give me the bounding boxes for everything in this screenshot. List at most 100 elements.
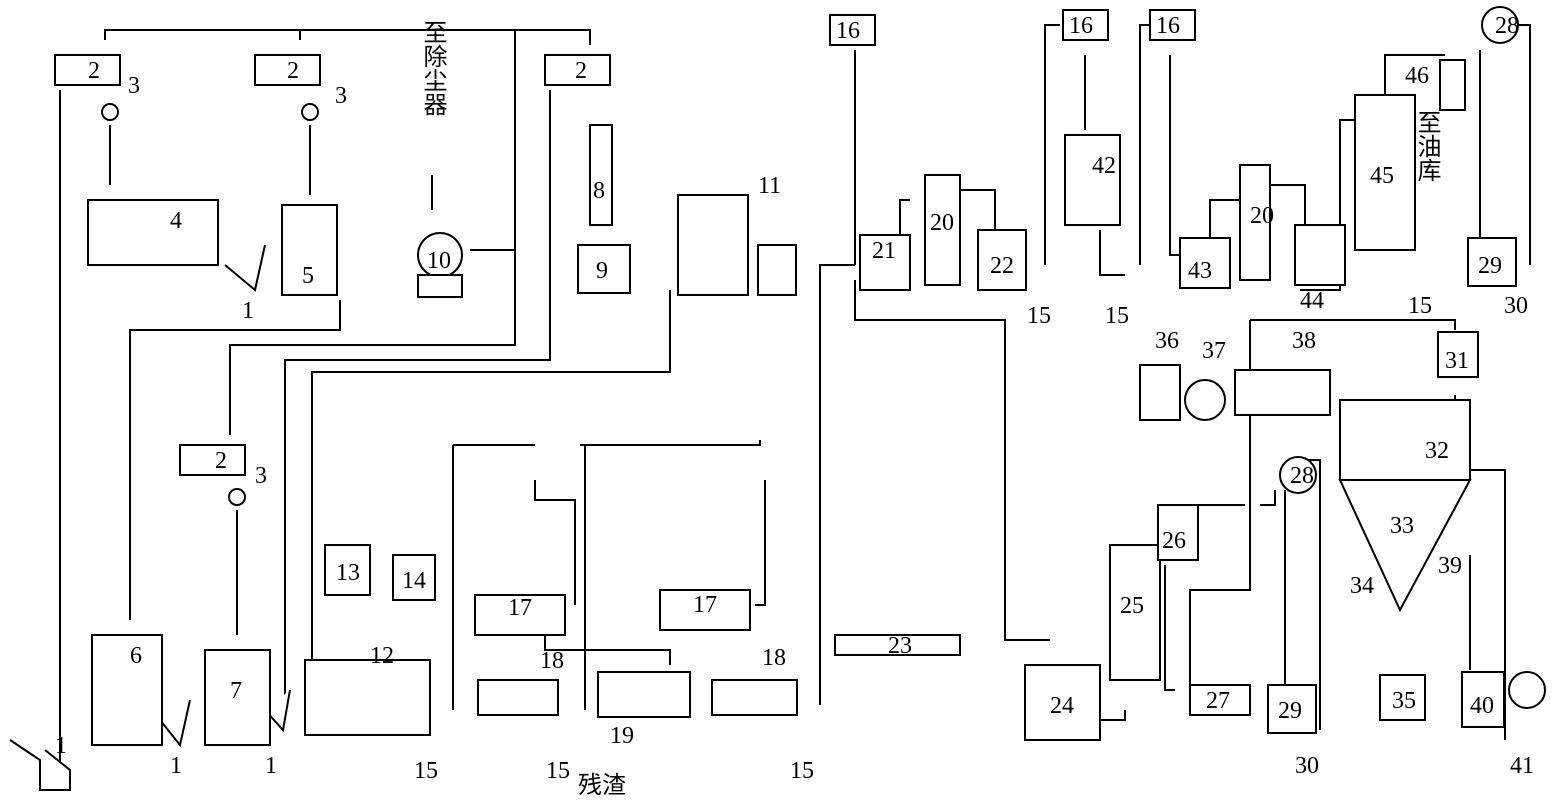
- label-33: 33: [1390, 513, 1414, 539]
- label-26: 26: [1162, 528, 1186, 554]
- rotary-valve: [301, 103, 319, 121]
- label-25: 25: [1120, 593, 1144, 619]
- label-38: 38: [1292, 328, 1316, 354]
- hopper-16: [1149, 9, 1196, 41]
- cyclone-head: [254, 54, 321, 86]
- box-22: [977, 229, 1027, 291]
- label-14: 14: [402, 568, 426, 594]
- label-39: 39: [1438, 553, 1462, 579]
- label-45: 45: [1370, 163, 1394, 189]
- box-29: [1467, 237, 1517, 287]
- label-12: 12: [370, 643, 394, 669]
- cyclone-head: [544, 54, 611, 86]
- separator-20: [924, 174, 961, 286]
- label-7: 7: [230, 678, 242, 704]
- filter-36: [1139, 364, 1181, 421]
- mixing-tank: [1064, 134, 1121, 226]
- label-1: 1: [170, 753, 182, 779]
- label-16: 16: [1069, 13, 1093, 39]
- label-41: 41: [1510, 753, 1534, 779]
- pump-27: [1189, 684, 1251, 716]
- label-15: 15: [1408, 293, 1432, 319]
- label-6: 6: [130, 643, 142, 669]
- label-31: 31: [1445, 348, 1469, 374]
- label-32: 32: [1425, 438, 1449, 464]
- label-1: 1: [265, 753, 277, 779]
- label-3: 3: [128, 73, 140, 99]
- vibrating-screen: [87, 199, 219, 266]
- cyclone-head: [54, 54, 121, 86]
- label-15: 15: [1105, 303, 1129, 329]
- label-28: 28: [1495, 13, 1519, 39]
- label-22: 22: [990, 253, 1014, 279]
- label-4: 4: [170, 208, 182, 234]
- label-11: 11: [758, 173, 781, 199]
- label-3: 3: [255, 463, 267, 489]
- label-15: 15: [790, 758, 814, 784]
- label-2: 2: [215, 448, 227, 474]
- label-29: 29: [1278, 698, 1302, 724]
- bin-8: [589, 124, 613, 226]
- label-17: 17: [693, 592, 717, 618]
- box-21: [859, 234, 911, 291]
- label-46: 46: [1405, 63, 1429, 89]
- blower-37: [1184, 379, 1226, 421]
- label-20: 20: [930, 210, 954, 236]
- label-44: 44: [1300, 288, 1324, 314]
- label-2: 2: [88, 58, 100, 84]
- cyclone-head: [179, 444, 246, 476]
- heat-exchanger-38: [1234, 369, 1331, 416]
- label-30: 30: [1295, 753, 1319, 779]
- conveyor-18: [711, 679, 798, 716]
- fan-base: [417, 274, 463, 298]
- crusher: [91, 634, 163, 746]
- annotation-to-dust-collector: 至除尘器: [419, 20, 447, 116]
- dryer-17: [474, 594, 566, 636]
- rotary-valve: [101, 103, 119, 121]
- dryer-17: [659, 589, 751, 631]
- tank-26: [1157, 504, 1199, 561]
- label-5: 5: [302, 263, 314, 289]
- label-29: 29: [1478, 253, 1502, 279]
- spray-tower-top: [1339, 399, 1471, 481]
- pipelines: [59, 24, 1531, 790]
- annotation-to-oil-depot: 至油库: [1413, 110, 1441, 182]
- box-40: [1461, 671, 1505, 728]
- elevator-1: [159, 699, 191, 748]
- label-37: 37: [1202, 338, 1226, 364]
- box-14: [392, 554, 436, 601]
- flaker: [204, 649, 271, 746]
- label-43: 43: [1188, 258, 1212, 284]
- label-9: 9: [596, 258, 608, 284]
- annotations: 至除尘器 残渣 至油库: [419, 20, 1441, 799]
- tank-45: [1354, 94, 1416, 251]
- press-motor: [757, 244, 797, 296]
- label-21: 21: [872, 238, 896, 264]
- unit-23: [834, 634, 961, 656]
- label-24: 24: [1050, 693, 1074, 719]
- label-15: 15: [414, 758, 438, 784]
- belt-19: [597, 671, 691, 718]
- box-43: [1179, 237, 1231, 289]
- label-42: 42: [1092, 153, 1116, 179]
- box-9: [577, 244, 631, 294]
- equipment: [9, 6, 1546, 791]
- vessel-46: [1439, 59, 1466, 111]
- label-30: 30: [1504, 293, 1528, 319]
- label-8: 8: [593, 178, 605, 204]
- label-23: 23: [888, 633, 912, 659]
- label-18: 18: [540, 648, 564, 674]
- label-15: 15: [1027, 303, 1051, 329]
- label-3: 3: [335, 83, 347, 109]
- box-31: [1437, 331, 1479, 378]
- label-17: 17: [508, 595, 532, 621]
- label-10: 10: [427, 248, 451, 274]
- label-18: 18: [762, 645, 786, 671]
- elevator-1: [224, 244, 266, 292]
- label-20: 20: [1250, 203, 1274, 229]
- box-24: [1024, 664, 1101, 741]
- label-15: 15: [546, 758, 570, 784]
- fan-41: [1508, 671, 1546, 709]
- label-34: 34: [1350, 573, 1374, 599]
